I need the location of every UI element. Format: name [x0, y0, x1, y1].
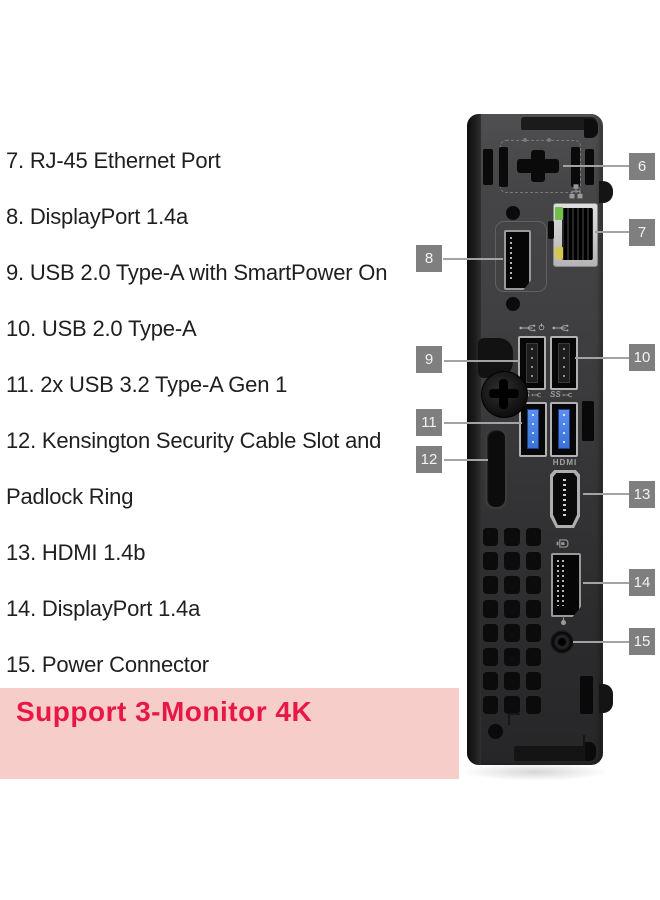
device-shadow — [460, 763, 610, 781]
usb3-ss-icon: SS — [550, 390, 573, 399]
callout-line-6 — [563, 165, 629, 167]
vent-slot — [499, 147, 508, 187]
rj45-activity-led — [555, 247, 563, 259]
feature-item-8: 8. DisplayPort 1.4a — [6, 204, 189, 229]
callout-line-13 — [583, 493, 629, 495]
usb3-tongue — [558, 409, 570, 449]
callout-line-10 — [575, 357, 629, 359]
displayport-plate — [495, 221, 547, 292]
side-knob — [599, 181, 613, 203]
stand-foot-hook — [585, 742, 596, 761]
side-knob — [599, 684, 613, 713]
rj45-port-tab — [548, 221, 554, 239]
power-icon — [560, 617, 567, 626]
hdmi-label: HDMI — [552, 458, 578, 467]
promo-banner-text: Support 3-Monitor 4K — [16, 696, 313, 727]
callout-line-11 — [444, 422, 522, 424]
callout-line-9 — [444, 360, 520, 362]
security-slot — [580, 676, 593, 714]
chassis-side-edge — [467, 114, 481, 765]
chassis-top-lip-end — [584, 119, 598, 138]
feature-item-10: 10. USB 2.0 Type-A — [6, 316, 197, 341]
displayport-icon — [556, 539, 569, 548]
vent-slot — [585, 149, 594, 185]
usb3-port-1 — [519, 402, 547, 457]
callout-badge-13: 13 — [629, 481, 655, 508]
usb-icon — [519, 324, 536, 332]
feature-item-7: 7. RJ-45 Ethernet Port — [6, 148, 221, 173]
displayport-pins — [510, 237, 512, 280]
callout-line-8 — [443, 258, 503, 260]
callout-line-14 — [583, 582, 629, 584]
callout-badge-9: 9 — [416, 346, 442, 373]
callout-line-7 — [595, 231, 629, 233]
callout-badge-8: 8 — [416, 245, 442, 272]
screw-hole — [488, 724, 503, 739]
displayport-pins — [562, 560, 564, 606]
network-icon — [569, 184, 583, 199]
displayport-port-top — [504, 230, 531, 290]
screw-hole — [506, 297, 520, 311]
feature-item-12: 12. Kensington Security Cable Slot and P… — [6, 428, 382, 509]
usb-icon — [552, 324, 569, 332]
usb2-tongue — [526, 343, 538, 383]
usb2-port — [550, 336, 578, 390]
feature-item-14: 14. DisplayPort 1.4a — [6, 596, 201, 621]
promo-banner: Support 3-Monitor 4K — [0, 688, 459, 779]
feature-item-11: 11. 2x USB 3.2 Type-A Gen 1 — [6, 372, 288, 397]
callout-badge-10: 10 — [629, 344, 655, 371]
usb3-tongue — [527, 409, 539, 449]
vent-slot — [582, 401, 594, 441]
callout-badge-14: 14 — [629, 569, 655, 596]
rj45-port-pins — [562, 208, 593, 260]
screw-hole — [506, 206, 520, 220]
antenna-screw-dot — [547, 138, 551, 142]
power-connector — [550, 630, 574, 654]
thumbscrew-cross — [499, 379, 508, 409]
feature-item-15: 15. Power Connector — [6, 652, 209, 677]
feature-list: 7. RJ-45 Ethernet Port 8. DisplayPort 1.… — [6, 133, 454, 693]
stand-foot — [514, 746, 594, 761]
feature-item-9: 9. USB 2.0 Type-A with SmartPower On — [6, 260, 388, 285]
chassis-top-lip — [521, 117, 597, 130]
usb3-port-2 — [550, 402, 578, 457]
callout-line-12 — [444, 459, 488, 461]
callout-badge-11: 11 — [416, 409, 442, 436]
alignment-mark — [508, 713, 520, 725]
hdmi-pins — [563, 479, 566, 519]
displayport-port-bottom — [551, 553, 581, 617]
antenna-screw-dot — [523, 138, 527, 142]
smartpower-icon — [538, 323, 545, 331]
callout-badge-6: 6 — [629, 153, 655, 180]
vent-grille — [483, 528, 541, 714]
callout-badge-15: 15 — [629, 628, 655, 655]
vent-slot — [483, 149, 493, 185]
feature-item-13: 13. HDMI 1.4b — [6, 540, 146, 565]
callout-badge-7: 7 — [629, 219, 655, 246]
vent-slot — [571, 147, 580, 187]
rj45-link-led — [555, 207, 563, 220]
antenna-mount-icon — [531, 150, 545, 182]
hdmi-port — [550, 470, 580, 528]
usb2-tongue — [558, 343, 570, 383]
kensington-slot-padlock-ring — [485, 428, 507, 509]
callout-line-15 — [573, 641, 629, 643]
displayport-pins — [557, 560, 559, 606]
callout-badge-12: 12 — [416, 446, 442, 473]
